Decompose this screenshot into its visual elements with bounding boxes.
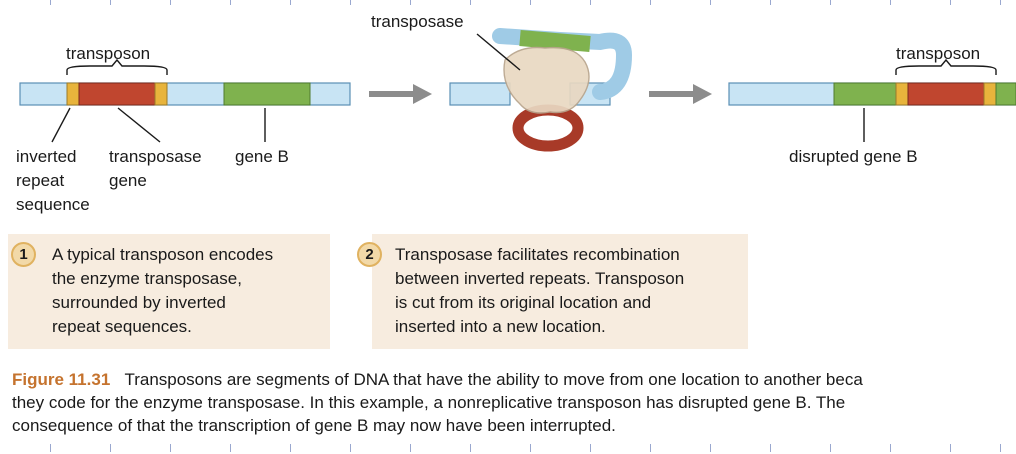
ruler-tick — [170, 0, 171, 5]
ruler-tick — [710, 444, 711, 452]
top-ruler — [0, 0, 1016, 6]
ruler-tick — [590, 0, 591, 5]
ruler-tick — [950, 444, 951, 452]
ruler-tick — [950, 0, 951, 5]
step-1-number-badge: 1 — [11, 242, 36, 267]
label-inverted-repeat: inverted repeat sequence — [16, 147, 90, 214]
target-gene-b — [519, 30, 591, 52]
ruler-tick — [590, 444, 591, 452]
label-transposase-gene: transposase gene — [109, 147, 202, 190]
ruler-tick — [1000, 0, 1001, 5]
label-disrupted-gene-b: disrupted gene B — [789, 147, 918, 166]
inverted-repeat-left-new — [895, 82, 909, 106]
excision-complex — [449, 28, 633, 152]
transposon-loop — [512, 104, 584, 152]
label-gene-b: gene B — [235, 147, 289, 166]
ruler-tick — [830, 0, 831, 5]
label-transposon-left: transposon — [66, 44, 151, 63]
ruler-tick — [290, 444, 291, 452]
ruler-tick — [530, 444, 531, 452]
ruler-tick — [650, 0, 651, 5]
disrupted-gene-b-left — [833, 82, 897, 106]
label-transposon-right: transposon — [896, 44, 981, 63]
pointer-inverted-repeat — [51, 107, 71, 143]
dna-left-end — [449, 82, 511, 106]
arrow-step-1 — [369, 84, 432, 104]
ruler-tick — [410, 444, 411, 452]
ruler-tick — [1000, 444, 1001, 452]
pointer-transposase-gene — [117, 107, 161, 143]
caption-line-2: they code for the enzyme transposase. In… — [12, 393, 846, 412]
ruler-tick — [50, 444, 51, 452]
transposon-brace-left — [66, 58, 168, 75]
transposase-gene-segment — [78, 82, 156, 106]
step-2-number-badge: 2 — [357, 242, 382, 267]
ruler-tick — [110, 0, 111, 5]
ruler-tick — [770, 0, 771, 5]
ruler-tick — [230, 444, 231, 452]
caption-line-1: Transposons are segments of DNA that hav… — [124, 370, 863, 389]
transposon-segment-new — [907, 82, 985, 106]
ruler-tick — [170, 444, 171, 452]
target-dna-strand — [492, 28, 633, 100]
step-1-text: A typical transposon encodes the enzyme … — [52, 245, 274, 336]
figure-label: Figure 11.31 — [12, 370, 111, 389]
dna-strand-inserted — [728, 82, 1016, 106]
ruler-tick — [410, 0, 411, 5]
ruler-tick — [350, 0, 351, 5]
ruler-tick — [110, 444, 111, 452]
gene-b-segment — [223, 82, 311, 106]
ruler-tick — [530, 0, 531, 5]
ruler-tick — [650, 444, 651, 452]
disrupted-gene-b-right — [995, 82, 1016, 106]
inverted-repeat-right-new — [983, 82, 997, 106]
arrow-step-2 — [649, 84, 712, 104]
transposon-brace-right — [895, 58, 997, 75]
figure-caption: Figure 11.31 Transposons are segments of… — [12, 368, 1012, 437]
ruler-tick — [890, 444, 891, 452]
ruler-tick — [770, 444, 771, 452]
inverted-repeat-right — [154, 82, 168, 106]
inverted-repeat-left — [66, 82, 80, 106]
ruler-tick — [470, 444, 471, 452]
step-1-box — [8, 234, 330, 349]
ruler-tick — [830, 444, 831, 452]
transposase-enzyme — [503, 46, 590, 114]
dna-strand-original — [19, 82, 351, 106]
ruler-tick — [50, 0, 51, 5]
ruler-tick — [350, 444, 351, 452]
caption-line-3: consequence of that the transcription of… — [12, 416, 616, 435]
step-2-text: Transposase facilitates recombination be… — [395, 245, 685, 336]
step-2-box — [372, 234, 748, 349]
bottom-ruler — [0, 444, 1016, 454]
ruler-tick — [230, 0, 231, 5]
ruler-tick — [710, 0, 711, 5]
ruler-tick — [290, 0, 291, 5]
ruler-tick — [890, 0, 891, 5]
ruler-tick — [470, 0, 471, 5]
label-transposase: transposase — [371, 12, 464, 31]
pointer-transposase — [476, 33, 521, 71]
